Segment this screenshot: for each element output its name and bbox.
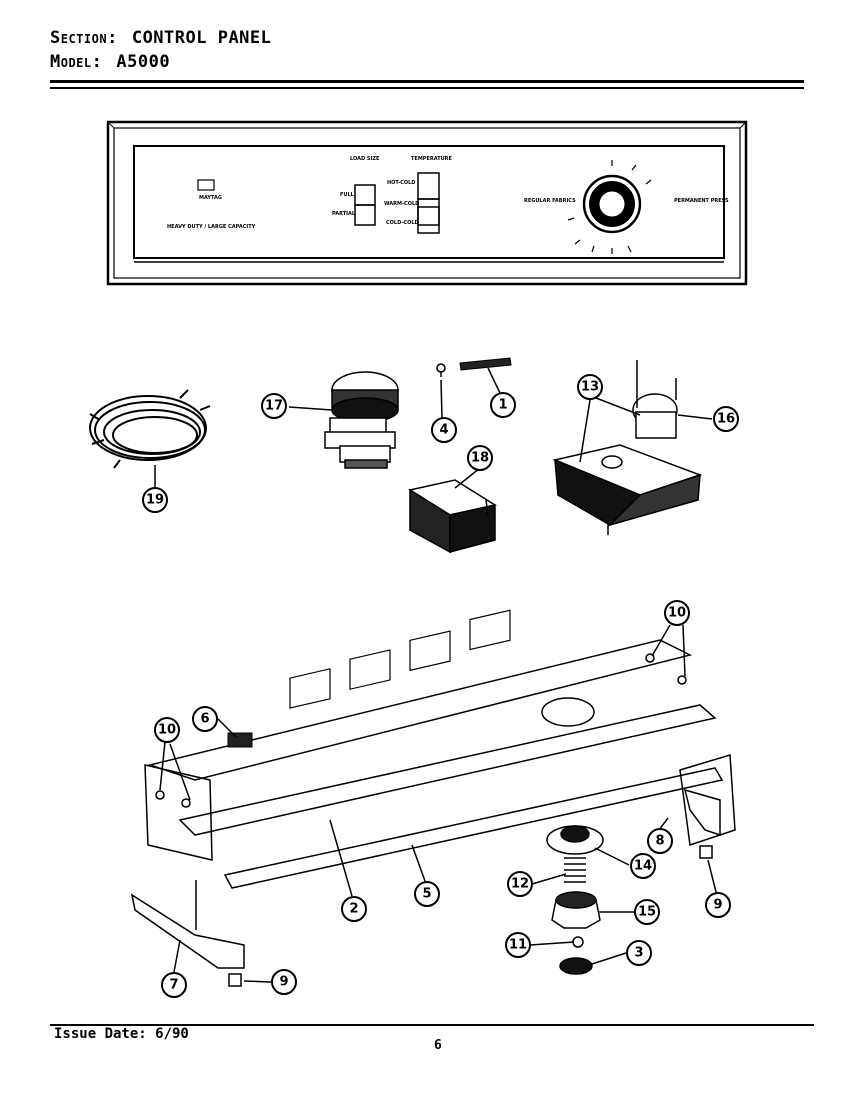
callout-16: 16 <box>717 412 735 427</box>
dial-left-label: REGULAR FABRICS <box>524 198 576 204</box>
callout-8-circle <box>647 828 673 854</box>
header-rule-bottom <box>50 87 804 89</box>
callout-12: 12 <box>511 877 529 892</box>
dial-knob-stack-parts <box>546 825 604 975</box>
right-bracket-part <box>683 788 721 837</box>
model-value: A5000 <box>116 52 171 72</box>
callout-14-circle <box>630 853 656 879</box>
callout-4: 4 <box>439 423 448 438</box>
callout-15: 15 <box>638 905 656 920</box>
callout-7-circle <box>161 972 187 998</box>
callout-8: 8 <box>655 834 664 849</box>
callout-9a: 9 <box>279 975 288 990</box>
callout-16-circle <box>713 406 739 432</box>
callout-10a-circle <box>154 717 180 743</box>
section-header: Section: CONTROL PANEL <box>50 28 271 48</box>
callout-2-circle <box>341 896 367 922</box>
load-size-title: LOAD SIZE <box>350 156 380 162</box>
left-bracket-part <box>130 880 245 969</box>
panel-brand: MAYTAG <box>199 195 222 201</box>
timer-part <box>552 444 703 535</box>
callout-6-circle <box>192 706 218 732</box>
callout-14: 14 <box>634 859 652 874</box>
load-size-full: FULL <box>340 192 355 198</box>
callout-18: 18 <box>471 451 489 466</box>
temperature-hot-cold: HOT-COLD <box>387 180 415 186</box>
timer-motor-part <box>324 371 399 469</box>
callout-1: 1 <box>498 398 507 413</box>
callout-13-circle <box>577 374 603 400</box>
callout-19: 19 <box>146 493 164 508</box>
control-panel-front-view <box>106 120 748 286</box>
panel-text: MAYTAG HEAVY DUTY / LARGE CAPACITY LOAD … <box>167 156 729 230</box>
timer-motor-assembly-part <box>632 360 678 439</box>
callout-18-circle <box>467 445 493 471</box>
callout-4-circle <box>431 417 457 443</box>
model-header: Model: A5000 <box>50 52 170 72</box>
dial-shaft-part <box>459 357 512 371</box>
callout-3: 3 <box>634 946 643 961</box>
panel-subtitle: HEAVY DUTY / LARGE CAPACITY <box>167 224 256 230</box>
callout-12-circle <box>507 871 533 897</box>
callout-13: 13 <box>581 380 599 395</box>
callout-5-circle <box>414 881 440 907</box>
callout-circles <box>142 374 739 998</box>
header-rule-top <box>50 80 804 83</box>
temperature-warm-cold: WARM-COLD <box>384 201 419 207</box>
temperature-cold-cold: COLD-COLD <box>386 220 419 226</box>
callout-9b-circle <box>705 892 731 918</box>
callout-7: 7 <box>169 978 178 993</box>
callout-9a-circle <box>271 969 297 995</box>
callout-17-circle <box>261 393 287 419</box>
wire-harness-part <box>89 389 211 469</box>
callout-19-circle <box>142 487 168 513</box>
page-number: 6 <box>434 1038 442 1053</box>
callout-10b: 10 <box>668 606 686 621</box>
callout-15-circle <box>634 899 660 925</box>
callout-10a: 10 <box>158 723 176 738</box>
callout-5: 5 <box>422 887 431 902</box>
callout-11-circle <box>505 932 531 958</box>
speed-nut-parts <box>228 845 713 987</box>
callout-10b-circle <box>664 600 690 626</box>
callout-leader-lines <box>154 367 717 983</box>
callout-11: 11 <box>509 938 527 953</box>
section-value: CONTROL PANEL <box>131 28 272 48</box>
load-size-partial: PARTIAL <box>332 211 356 217</box>
issue-date: Issue Date: 6/90 <box>54 1026 189 1042</box>
callout-3-circle <box>626 940 652 966</box>
model-label: Model: <box>50 52 103 72</box>
callout-17: 17 <box>265 399 283 414</box>
callout-numbers: 1 2 3 4 5 6 7 8 9 9 10 10 11 12 13 14 15… <box>146 380 735 993</box>
knob-clip-part <box>436 363 446 377</box>
footer-rule <box>50 1024 814 1026</box>
callout-9b: 9 <box>713 898 722 913</box>
clip-part <box>227 732 253 748</box>
dial-right-label: PERMANENT PRESS <box>674 198 729 204</box>
callout-6: 6 <box>200 712 209 727</box>
temperature-title: TEMPERATURE <box>411 156 453 162</box>
callout-1-circle <box>490 392 516 418</box>
section-label: Section: <box>50 28 118 48</box>
callout-2: 2 <box>349 902 358 917</box>
console-base-assembly <box>144 609 736 889</box>
push-button-switch-part <box>408 479 497 554</box>
